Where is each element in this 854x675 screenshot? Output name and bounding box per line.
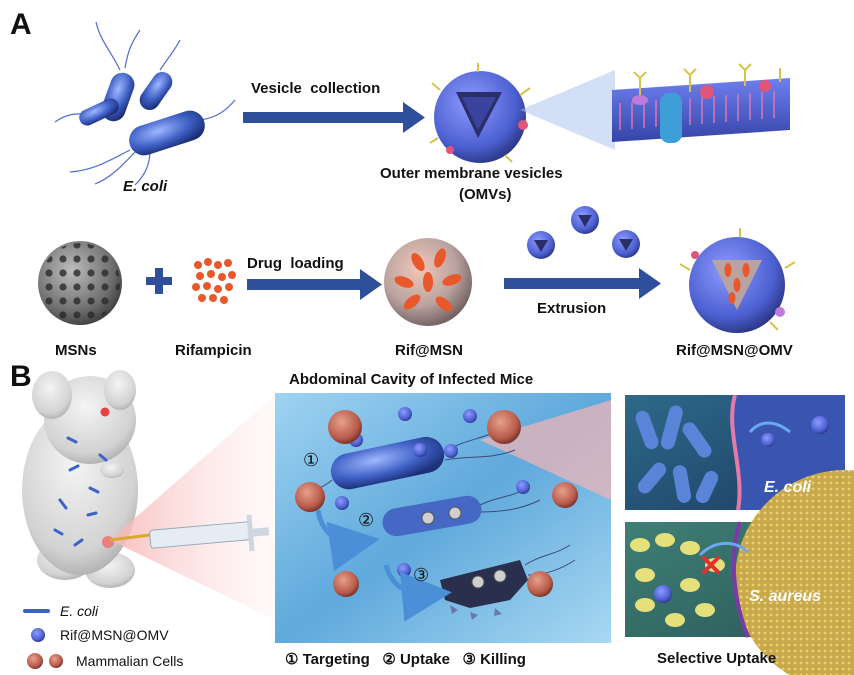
panel-b-letter: B <box>10 360 32 393</box>
rifampicin-dots <box>192 258 236 304</box>
syringe <box>109 514 270 552</box>
extrusion-label: Extrusion <box>537 300 607 317</box>
msn-particle <box>38 241 122 325</box>
ecoli-inset-label: E. coli <box>764 479 812 496</box>
small-omvs <box>527 206 640 259</box>
plus-sign <box>146 268 172 294</box>
saureus-inset-label: S. aureus <box>749 588 822 605</box>
steps-caption: ① Targeting ② Uptake ③ Killing <box>285 651 526 668</box>
omv-label-line1: Outer membrane vesicles <box>380 165 563 182</box>
legend-mammalian-label: Mammalian Cells <box>76 653 184 669</box>
rif-msn-omv-particle <box>679 228 796 333</box>
ecoli-label: E. coli <box>123 178 168 195</box>
legend-ecoli-label: E. coli <box>60 603 99 619</box>
rif-msn-omv-label: Rif@MSN@OMV <box>676 342 793 359</box>
omv-label-line2: (OMVs) <box>459 186 512 203</box>
rif-msn-label: Rif@MSN <box>395 342 463 359</box>
ecoli-inset-image <box>625 394 845 511</box>
drug-loading-arrow <box>247 269 382 300</box>
rifampicin-label: Rifampicin <box>175 342 252 359</box>
cavity-title: Abdominal Cavity of Infected Mice <box>289 371 534 388</box>
selective-uptake-label: Selective Uptake <box>657 650 777 667</box>
injection-beam <box>110 395 275 620</box>
step2-number: ② <box>358 510 375 530</box>
msns-label: MSNs <box>55 342 97 359</box>
step3-number: ③ <box>413 565 430 585</box>
saureus-inset-image <box>625 470 854 675</box>
cavity-mammalian-cells <box>295 410 578 597</box>
vesicle-collection-label: Vesicle collection <box>251 80 381 97</box>
step1-number: ① <box>303 450 320 470</box>
drug-loading-label: Drug loading <box>247 255 344 272</box>
cavity-red-glow <box>480 400 611 500</box>
rif-msn-particle <box>384 238 472 326</box>
omv-sphere <box>429 63 531 163</box>
legend-rif-msn-omv-label: Rif@MSN@OMV <box>60 627 169 643</box>
zoom-beam <box>520 70 615 150</box>
extrusion-arrow <box>504 268 661 299</box>
ecoli-bacteria-cluster <box>54 21 236 186</box>
panel-a-letter: A <box>10 8 32 41</box>
vesicle-collection-arrow <box>243 102 425 133</box>
membrane-bilayer <box>612 63 790 143</box>
mouse-figure <box>22 370 138 588</box>
cavity-step-arrows <box>315 509 452 622</box>
legend-icons <box>23 609 63 669</box>
cavity-omvs <box>335 407 530 577</box>
